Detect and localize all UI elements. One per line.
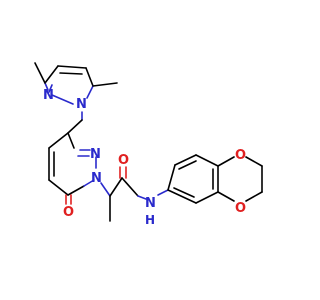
pyridazinone-ring: [48, 132, 97, 205]
bond: [167, 189, 197, 204]
bond: [178, 160, 197, 170]
bond: [44, 82, 49, 91]
bond: [245, 191, 263, 202]
bond: [217, 156, 235, 167]
bond: [67, 185, 85, 196]
bond: [51, 94, 74, 105]
atom-label-n: N: [76, 97, 87, 112]
methyl-bond: [34, 62, 46, 84]
atom-label-o: O: [235, 148, 246, 163]
bond: [217, 191, 235, 202]
benzene-ring: [167, 154, 219, 204]
dioxane-ring: [217, 156, 263, 202]
bond: [195, 191, 219, 204]
bond: [85, 67, 94, 87]
bond: [167, 164, 176, 191]
bond: [57, 65, 87, 69]
molecule-canvas: N N N N O O N H: [34, 62, 263, 227]
bond: [67, 119, 83, 134]
bond: [86, 85, 94, 99]
bond: [173, 187, 195, 198]
atom-label-o: O: [235, 201, 246, 216]
bond: [44, 65, 59, 84]
bond: [83, 179, 95, 187]
bond: [195, 154, 219, 167]
bond: [48, 179, 69, 196]
methyl-bond: [92, 82, 118, 87]
bond: [137, 195, 147, 200]
atom-label-o: O: [63, 205, 74, 220]
atom-label-n: N: [90, 147, 101, 162]
atom-label-o: O: [118, 153, 129, 168]
bond: [48, 84, 53, 93]
bond: [245, 156, 263, 167]
atom-label-n: N: [91, 171, 102, 186]
atom-label-n: N: [145, 196, 156, 211]
bond: [48, 132, 69, 149]
bond: [59, 72, 83, 75]
bond: [100, 182, 111, 197]
atom-label-n: N: [43, 88, 54, 103]
bond: [157, 189, 169, 196]
bond: [121, 177, 139, 197]
molecule-structure: N N N N O O N H: [34, 62, 263, 227]
pyrazole-ring: [34, 62, 118, 105]
bond: [67, 132, 75, 149]
bond: [174, 154, 197, 166]
atom-label-h: H: [145, 213, 155, 227]
bond: [109, 177, 123, 197]
propanamide-chain: [100, 166, 169, 222]
